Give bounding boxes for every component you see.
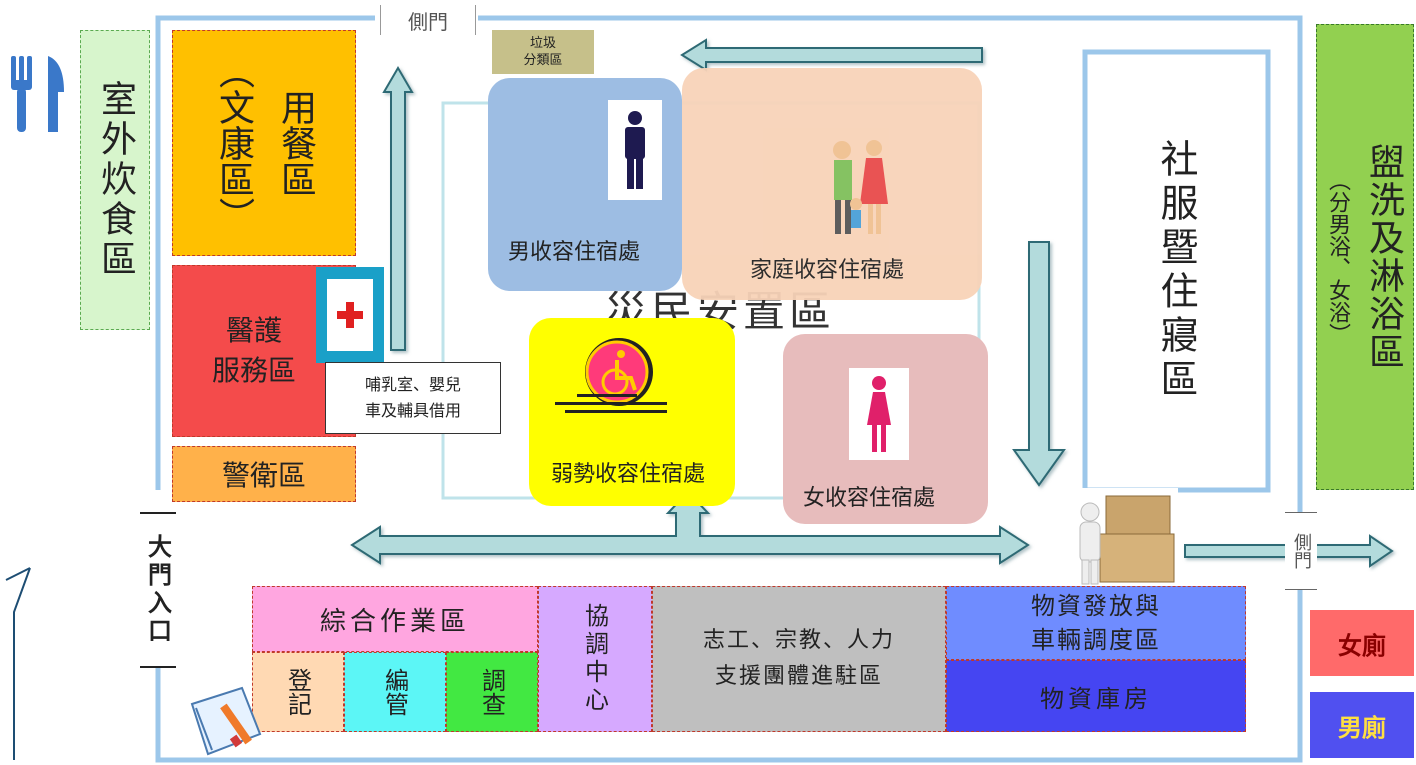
- nursing-room-note: 哺乳室、嬰兒 車及輔具借用: [325, 362, 501, 434]
- family-icon: [833, 140, 888, 234]
- survey-area: 調查: [446, 652, 538, 732]
- manage-area: 編管: [344, 652, 446, 732]
- male-toilet: 男廁: [1310, 692, 1414, 758]
- main-gate-label: 大門入口: [140, 512, 176, 668]
- female-toilet: 女廁: [1310, 610, 1414, 676]
- register-area: 登記: [252, 652, 344, 732]
- campus-boundary: [155, 15, 1303, 763]
- coordination-center: 協調中心: [538, 586, 652, 732]
- dining-area: 用餐區 （文康區）: [172, 30, 356, 256]
- first-aid-icon: [316, 267, 384, 363]
- supply-dispatch-area: 物資發放與 車輛調度區: [946, 586, 1246, 660]
- male-shelter-label: 男收容住宿處: [508, 240, 641, 265]
- outdoor-cooking-area: 室外炊食區: [80, 30, 150, 330]
- arrow-top-left: [680, 38, 983, 72]
- arrow-up-left: [382, 66, 414, 351]
- wheelchair-icon: [555, 338, 667, 413]
- volunteer-area: 志工、宗教、人力 支援團體進駐區: [652, 586, 946, 732]
- family-shelter-label: 家庭收容住宿處: [750, 258, 905, 283]
- washroom-area: 盥洗及淋浴區 （分男浴、女浴）: [1316, 24, 1414, 490]
- male-shelter: 男收容住宿處: [488, 78, 682, 291]
- corner-outline: [5, 567, 31, 760]
- supply-boxes-icon: [1066, 488, 1178, 588]
- female-shelter: 女收容住宿處: [783, 334, 988, 524]
- family-shelter: 家庭收容住宿處: [682, 68, 982, 300]
- garbage-area: 垃圾 分類區: [492, 30, 594, 74]
- guard-area: 警衛區: [172, 446, 356, 502]
- storage-area: 物資庫房: [946, 660, 1246, 732]
- side-gate-right-label: 側門: [1285, 512, 1317, 590]
- disabled-shelter-label: 弱勢收容住宿處: [551, 462, 706, 487]
- utensils-icon: [11, 56, 64, 132]
- notebook-icon: [190, 686, 262, 756]
- male-icon: [625, 111, 645, 189]
- general-ops-area: 綜合作業區: [252, 586, 538, 652]
- arrow-down-right: [1012, 241, 1066, 487]
- social-service-area: 社服暨住寢區: [1154, 139, 1198, 403]
- disabled-shelter: 弱勢收容住宿處: [529, 318, 735, 506]
- side-gate-top-label: 側門: [380, 5, 476, 35]
- female-icon: [867, 376, 891, 452]
- arrow-double-horizontal: [350, 490, 1030, 565]
- female-shelter-label: 女收容住宿處: [803, 486, 936, 511]
